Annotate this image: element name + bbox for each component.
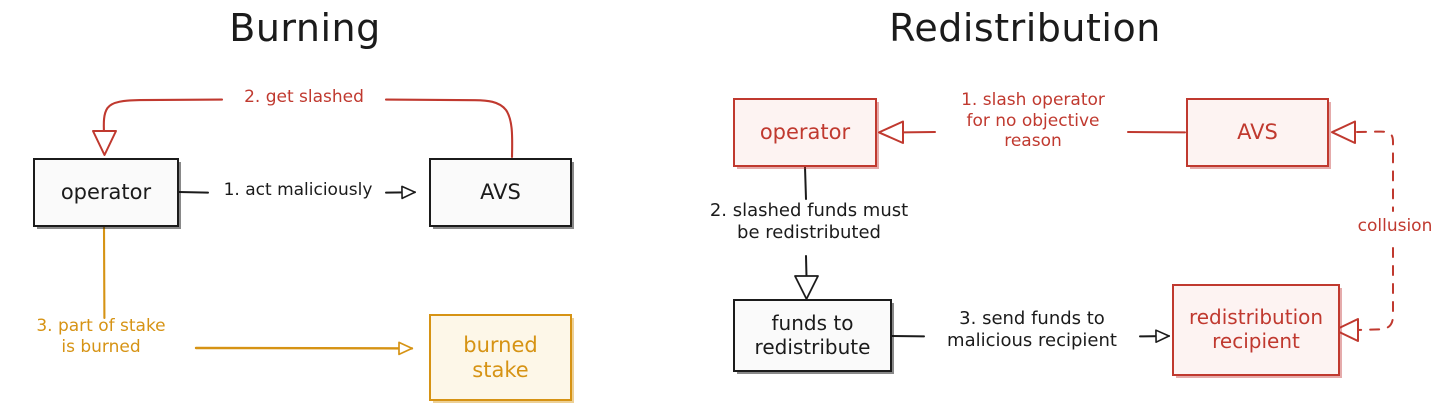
edge-label-act-maliciously: 1. act maliciously	[223, 180, 373, 200]
node-operator-redistribution[interactable]: operator	[733, 98, 877, 167]
node-avs-redistribution[interactable]: AVS	[1186, 98, 1329, 167]
node-label: funds to redistribute	[754, 310, 871, 359]
edge-get-slashed	[92, 98, 514, 159]
node-label: operator	[759, 120, 851, 145]
node-label: operator	[60, 180, 152, 205]
edge-label-slash-operator: 1. slash operator for no objective reaso…	[961, 90, 1105, 152]
node-label: AVS	[1237, 120, 1278, 145]
node-burned-stake[interactable]: burned stake	[429, 314, 572, 401]
node-funds-to-redistribute[interactable]: funds to redistribute	[733, 299, 892, 372]
edge-collusion	[1331, 120, 1394, 342]
panel-title-burning: Burning	[229, 6, 381, 50]
edge-part-of-stake-burned	[102, 225, 414, 356]
node-avs-burning[interactable]: AVS	[429, 158, 572, 227]
edge-slash-operator	[878, 120, 1186, 144]
node-label: burned stake	[463, 332, 538, 382]
node-operator-burning[interactable]: operator	[33, 158, 179, 227]
node-label: AVS	[480, 180, 521, 205]
panel-title-redistribution: Redistribution	[889, 6, 1161, 50]
edge-label-part-of-stake-burned: 3. part of stake is burned	[36, 316, 166, 357]
edge-label-get-slashed: 2. get slashed	[244, 87, 364, 107]
edge-act-maliciously	[178, 185, 416, 200]
edge-label-collusion: collusion	[1357, 216, 1433, 236]
node-label: redistribution recipient	[1188, 305, 1324, 353]
edge-label-send-funds: 3. send funds to malicious recipient	[947, 308, 1117, 351]
node-redistribution-recipient[interactable]: redistribution recipient	[1172, 284, 1340, 376]
edge-slashed-funds-redistributed	[794, 166, 819, 300]
edge-label-slashed-funds-redistributed: 2. slashed funds must be redistributed	[709, 200, 909, 243]
